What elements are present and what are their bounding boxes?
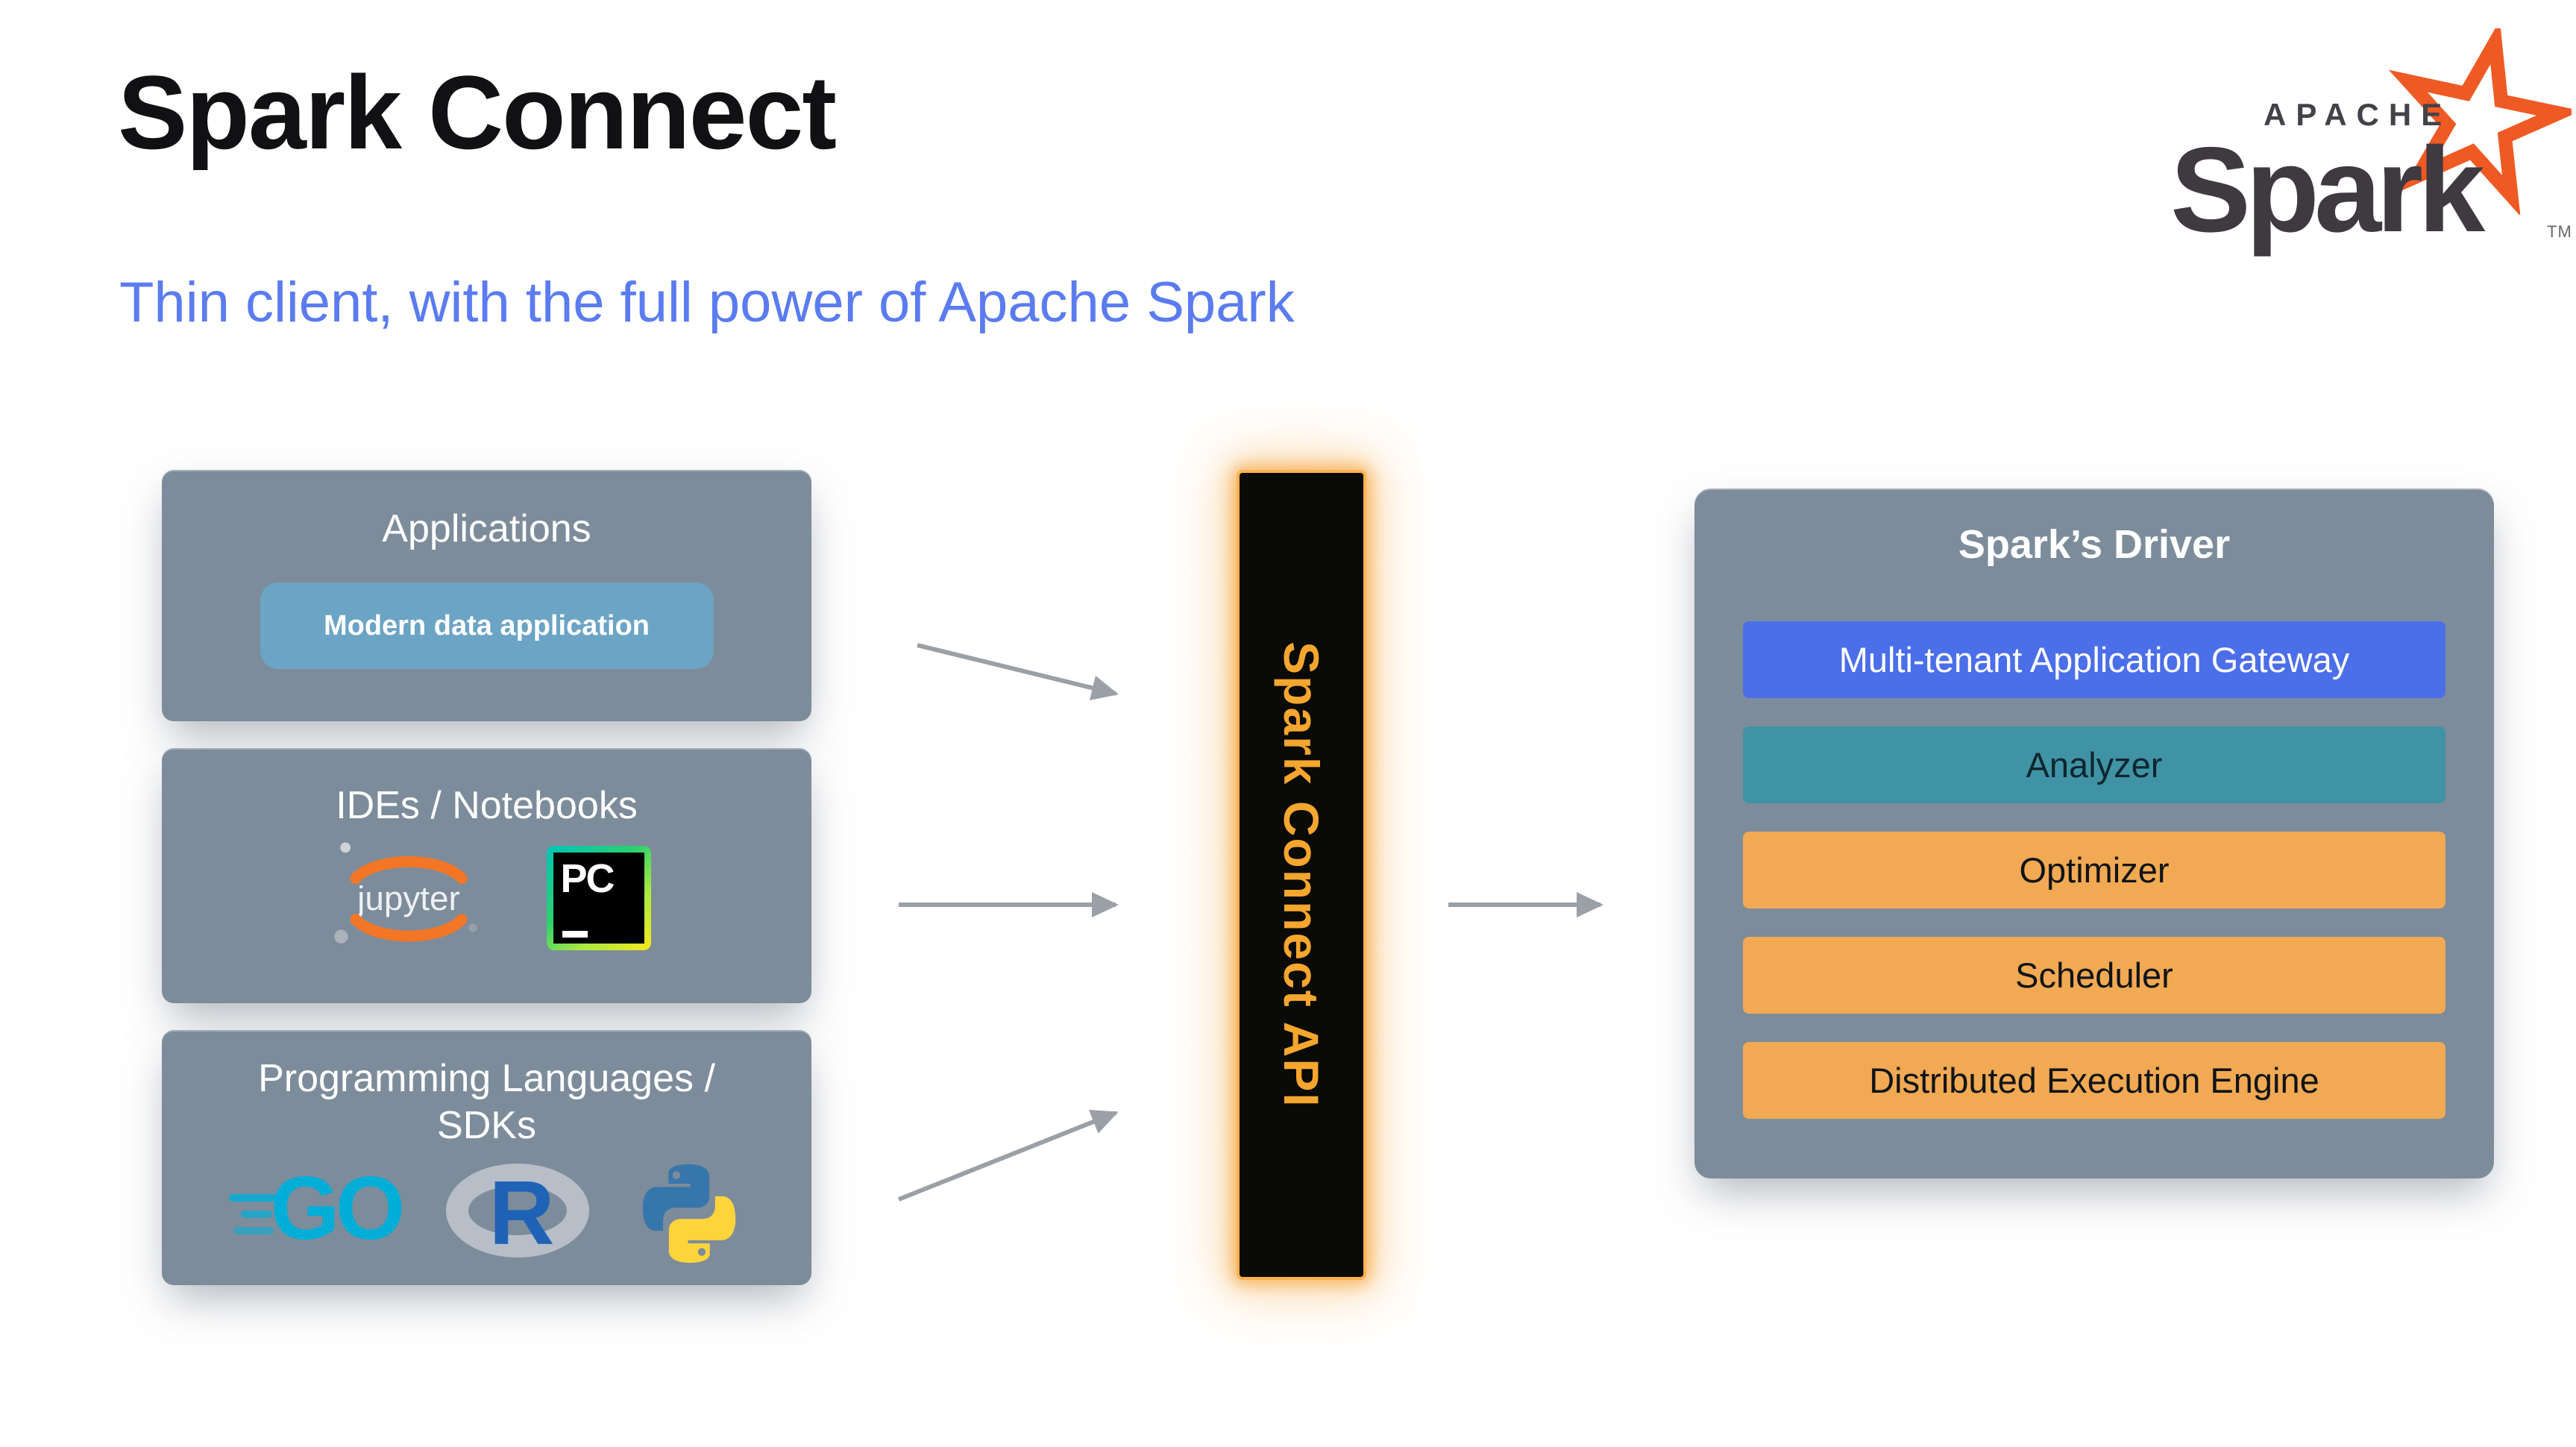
pycharm-underscore-icon <box>562 931 588 938</box>
languages-sdks-title: Programming Languages / SDKs <box>258 1057 715 1148</box>
arrow-languages-to-api <box>897 1110 1119 1202</box>
trademark-label: TM <box>2547 222 2572 241</box>
go-wordmark: GO <box>270 1158 406 1258</box>
apache-label: APACHE <box>2264 97 2452 132</box>
pycharm-logo-inner: PC <box>553 853 644 944</box>
driver-bar-2: Optimizer <box>1743 832 2445 908</box>
applications-panel: Applications Modern data application <box>162 470 811 721</box>
jupyter-top-arc-icon <box>349 856 468 885</box>
go-speedline-icon <box>240 1210 272 1218</box>
pycharm-logo: PC <box>546 846 651 951</box>
r-language-logo: R <box>445 1158 591 1269</box>
driver-bars: Multi-tenant Application Gateway Analyze… <box>1743 621 2445 1119</box>
jupyter-moon-bottom-icon <box>333 929 348 944</box>
ides-notebooks-title: IDEs / Notebooks <box>336 784 638 827</box>
languages-logo-row: GO R <box>162 1158 811 1269</box>
arrow-applications-to-api <box>917 643 1119 700</box>
pycharm-pc-label: PC <box>560 856 615 902</box>
spark-driver-title: Spark’s Driver <box>1958 522 2231 567</box>
python-logo <box>642 1164 735 1263</box>
driver-bar-0: Multi-tenant Application Gateway <box>1743 621 2445 698</box>
go-logo: GO <box>228 1158 405 1263</box>
jupyter-moon-top-icon <box>339 842 351 853</box>
jupyter-logo: jupyter <box>333 842 477 944</box>
go-speedline-icon <box>228 1193 277 1202</box>
apache-spark-logo: APACHE Spark TM <box>2155 15 2573 257</box>
go-speedline-icon <box>233 1226 274 1234</box>
applications-title: Applications <box>382 507 591 550</box>
languages-sdks-panel: Programming Languages / SDKs GO R <box>162 1030 811 1285</box>
python-blue-snake-icon <box>642 1164 709 1231</box>
python-yellow-snake-icon <box>668 1196 735 1263</box>
jupyter-bottom-arc-icon <box>349 914 468 942</box>
modern-data-application-chip: Modern data application <box>260 583 714 670</box>
spark-connect-api-bar: Spark Connect API <box>1237 470 1366 1280</box>
driver-bar-1: Analyzer <box>1743 726 2445 803</box>
ides-notebooks-panel: IDEs / Notebooks jupyter PC <box>162 748 811 1003</box>
ides-logo-row: jupyter PC <box>162 834 811 962</box>
spark-star-icon <box>2388 28 2572 215</box>
jupyter-moon-right-icon <box>468 923 477 933</box>
page-subtitle: Thin client, with the full power of Apac… <box>119 271 1295 334</box>
spark-driver-panel: Spark’s Driver Multi-tenant Application … <box>1694 489 2494 1178</box>
spark-wordmark: Spark <box>2170 122 2485 257</box>
driver-bar-4: Distributed Execution Engine <box>1743 1042 2445 1119</box>
jupyter-wordmark: jupyter <box>356 879 460 917</box>
spark-connect-api-label: Spark Connect API <box>1274 641 1329 1108</box>
page-title: Spark Connect <box>118 54 837 171</box>
driver-bar-3: Scheduler <box>1743 937 2445 1014</box>
r-letter: R <box>489 1161 555 1264</box>
